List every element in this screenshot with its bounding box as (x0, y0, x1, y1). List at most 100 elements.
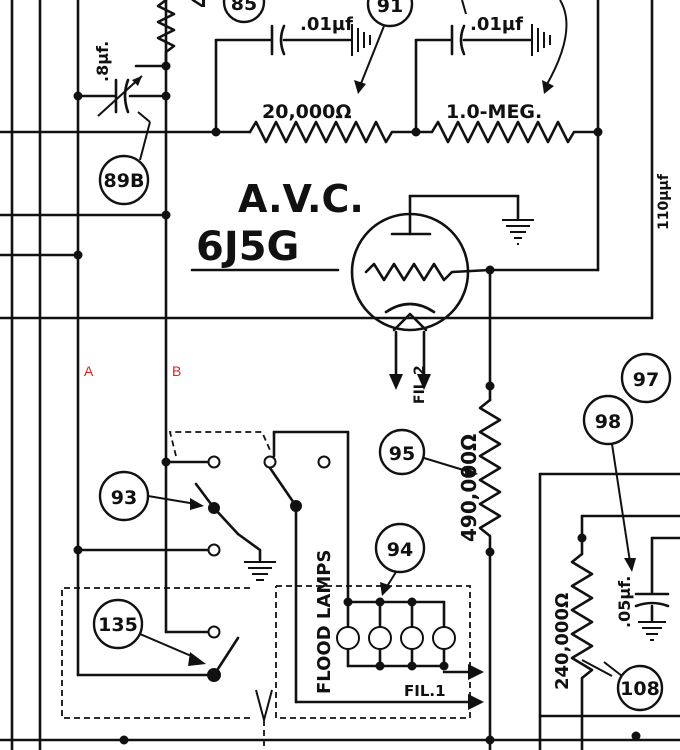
label-fil1: FIL.1 (404, 682, 446, 700)
switch-arm-135 (212, 636, 240, 677)
switch-135-link (255, 689, 273, 721)
resistor-490k-top (156, 0, 176, 68)
ref-135: 135 (98, 614, 138, 636)
leader-93 (147, 495, 197, 505)
bubble-108 (616, 664, 664, 712)
junction (161, 210, 171, 220)
label-110uuf: 110µµf (656, 173, 672, 230)
tube-type: 6J5G (196, 224, 299, 270)
resistor-240k (570, 552, 594, 750)
wire-sw-ground (236, 532, 262, 552)
ground-icon (244, 561, 276, 581)
ref-98: 98 (595, 411, 621, 433)
junction (407, 661, 417, 671)
bubble-95 (378, 428, 426, 476)
cap-08-plate-2 (123, 78, 130, 114)
junction (485, 735, 495, 745)
ground-icon (502, 219, 534, 245)
fil1-arrow-lower (468, 694, 484, 710)
flood-lamp-2 (368, 600, 392, 668)
ref-93: 93 (111, 487, 137, 509)
tube-cathode (384, 302, 436, 314)
flood-lamp-3 (400, 600, 424, 668)
fil1-arrow-upper (468, 664, 484, 680)
leader-95 (423, 457, 471, 473)
label-05uf: .05µf. (615, 576, 634, 628)
leader-cap2-top (461, 0, 467, 15)
bubble-89b (98, 154, 150, 206)
lamp-enclosure (275, 585, 471, 719)
cap-08-arrow-head (132, 76, 142, 86)
junction (211, 127, 221, 137)
resistor-1meg (414, 120, 600, 144)
ref-85: 85 (231, 0, 257, 15)
switch-contact (207, 625, 221, 639)
tube-grid (364, 262, 492, 282)
label-fil2: FIL.2 (412, 365, 428, 404)
switch-contact (263, 455, 277, 469)
marker-a: A (84, 363, 94, 379)
label-240k: 240,000Ω (552, 593, 573, 690)
junction (161, 457, 171, 467)
leader-98-head (624, 558, 636, 572)
switch-contact (207, 455, 221, 469)
switch-135-enclosure (61, 587, 250, 719)
junction (485, 381, 495, 391)
switch-linkage (168, 431, 271, 457)
bubble-94 (374, 522, 426, 574)
flood-lamp-1 (336, 600, 360, 668)
ref-95: 95 (389, 443, 415, 465)
resistor-490k (478, 398, 502, 750)
leader-1meg (545, 0, 568, 87)
junction (439, 661, 449, 671)
ref-94: 94 (387, 539, 413, 561)
leader-135-head (188, 652, 206, 666)
leader-91 (359, 25, 385, 87)
ref-108: 108 (620, 678, 660, 700)
leader-135 (139, 633, 197, 659)
cap2-plate-2 (459, 24, 466, 56)
leader-108 (603, 661, 623, 677)
bubble-98 (582, 394, 634, 446)
label-01uf-left: .01µf (300, 14, 353, 35)
junction (73, 250, 83, 260)
ref-97: 97 (633, 369, 659, 391)
bubble-135 (92, 598, 144, 650)
leader-94-head (380, 582, 392, 596)
ref-91: 91 (377, 0, 403, 17)
resistor-240k-tap (581, 659, 613, 677)
filament-arrow-2 (417, 374, 431, 390)
leader-1meg-head (542, 80, 554, 94)
leader-93-head (190, 498, 204, 510)
switch-arm-93-lower (212, 506, 240, 536)
bubble-97 (620, 352, 672, 404)
label-1meg: 1.0-MEG. (446, 101, 542, 123)
ground-icon (638, 621, 666, 641)
label-08uf: .8µf. (93, 41, 112, 82)
junction (73, 545, 83, 555)
junction (631, 731, 641, 741)
leader-95-head (464, 466, 478, 478)
switch-contact (207, 543, 221, 557)
tube-filament (392, 312, 428, 332)
marker-b: B (172, 363, 181, 379)
ref-89b: 89B (104, 170, 145, 192)
bubble-85 (222, 0, 266, 24)
avc-title: A.V.C. (238, 177, 364, 221)
cap1-plate-2 (279, 24, 286, 56)
resistor-20k (248, 120, 418, 144)
junction (73, 91, 83, 101)
leader-91-head (354, 80, 366, 94)
flood-lamp-4 (432, 600, 456, 668)
switch-arm-lamps (268, 466, 298, 508)
cap1-hatch (351, 24, 371, 56)
junction (407, 597, 417, 607)
leader-89b (137, 111, 151, 123)
junction (161, 91, 171, 101)
junction (119, 735, 129, 745)
cap2-hatch (531, 24, 551, 56)
label-flood-lamps: FLOOD LAMPS (314, 550, 335, 694)
label-20k: 20,000Ω (262, 101, 351, 123)
